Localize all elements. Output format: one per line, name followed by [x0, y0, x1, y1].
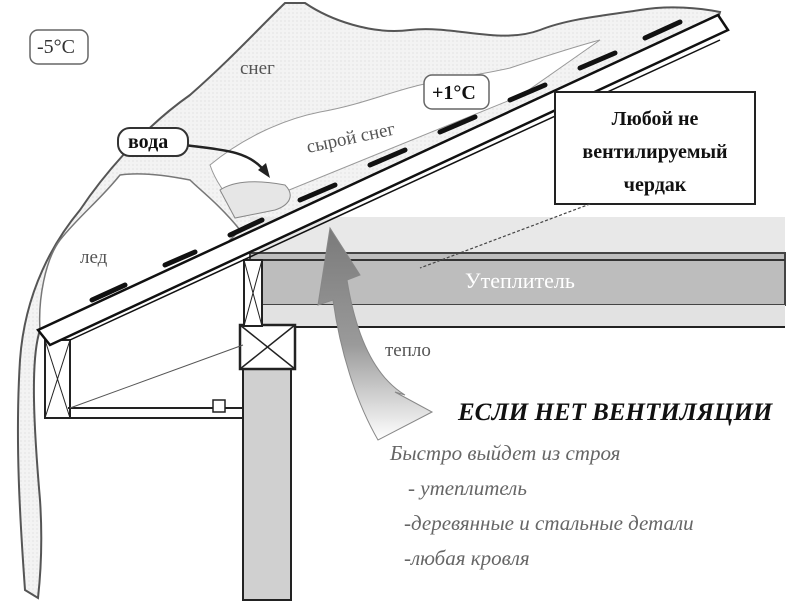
wet-snow-temp-label: +1°C: [432, 82, 476, 104]
soffit-vent: [212, 399, 226, 413]
roof-shingles: [89, 19, 683, 303]
joist-end: [243, 259, 263, 327]
warning-subtitle: Быстро выйдет из строя: [389, 441, 620, 465]
ice-label: лед: [80, 247, 108, 268]
wall-post: [242, 337, 292, 601]
outside-temp-badge: [29, 29, 89, 65]
attic-line-1: Любой не: [612, 108, 699, 130]
snow-layer: [16, 1, 722, 600]
attic-callout-leader: [419, 203, 591, 269]
outside-temp-label: -5°C: [37, 36, 75, 58]
top-plate-beam: [238, 323, 297, 371]
water-puddle: [219, 181, 291, 219]
attic-line-2: вентилируемый: [582, 141, 727, 163]
insulation-label: Утеплитель: [465, 268, 575, 293]
wet-snow-temp-badge: [423, 74, 490, 110]
water-arrow: [184, 143, 263, 169]
warning-heading: ЕСЛИ НЕТ ВЕНТИЛЯЦИИ: [457, 399, 774, 426]
heat-label: тепло: [385, 340, 431, 361]
warning-item-2: -деревянные и стальные детали: [404, 511, 694, 535]
ceiling-band: [250, 305, 785, 327]
warning-item-1: - утеплитель: [408, 476, 527, 500]
water-badge: [117, 127, 189, 157]
snow-label: снег: [240, 58, 275, 79]
warning-item-3: -любая кровля: [404, 546, 530, 570]
attic-callout-box: [554, 91, 756, 205]
attic-line-3: чердак: [624, 174, 687, 196]
heat-arrow: [317, 226, 434, 441]
water-label: вода: [128, 131, 168, 153]
